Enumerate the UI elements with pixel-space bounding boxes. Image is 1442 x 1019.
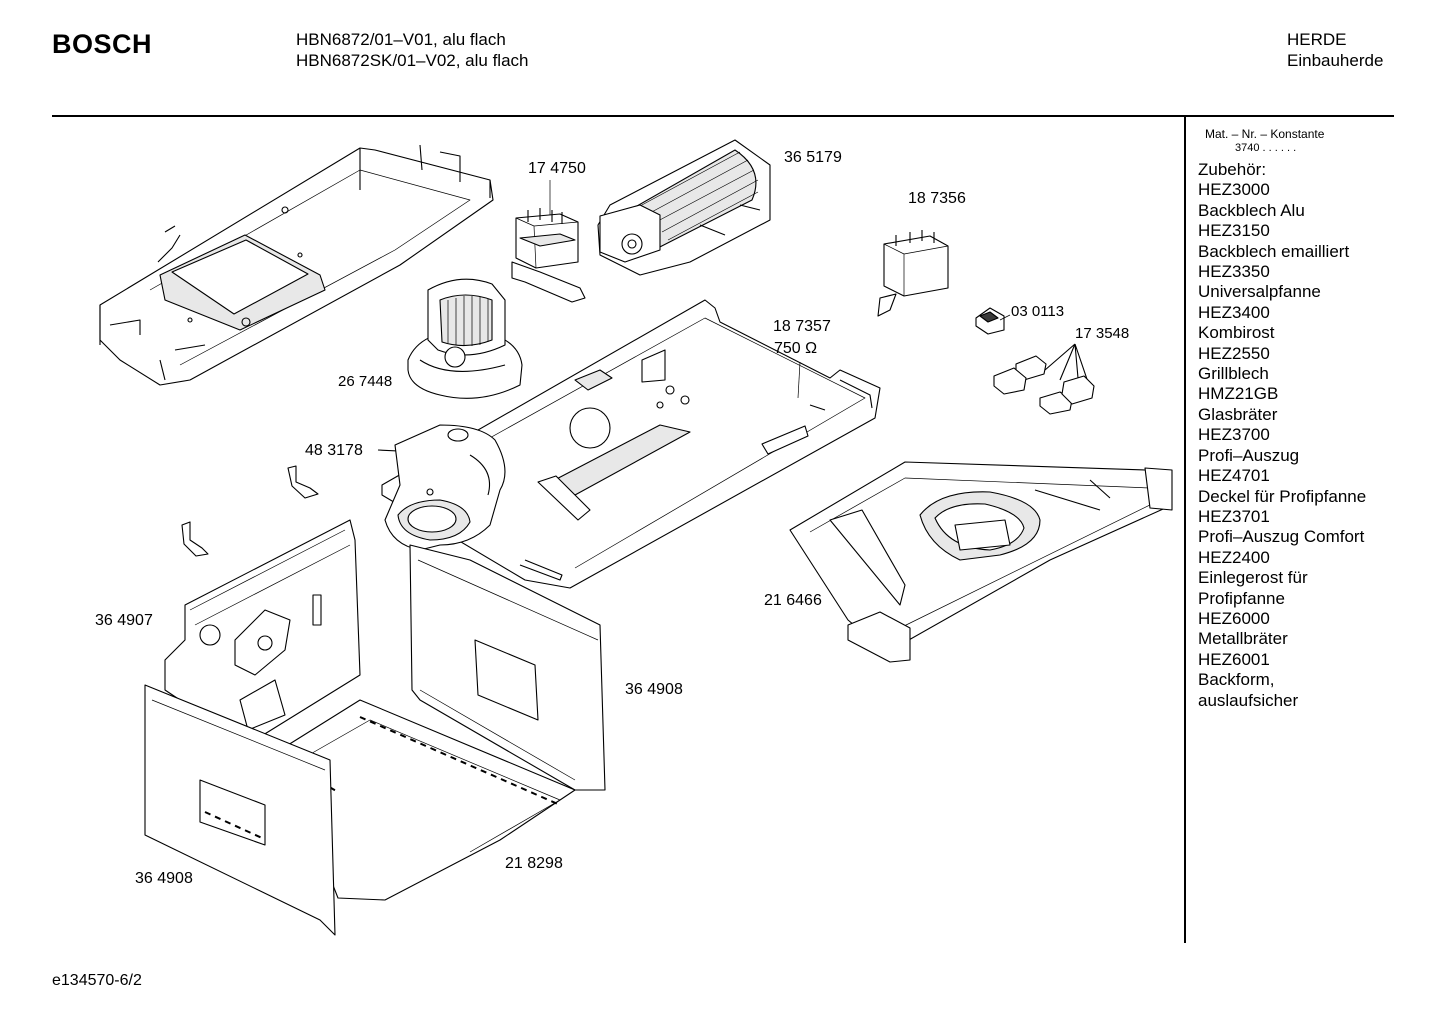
mat-number-label: Mat. – Nr. – Konstante — [1205, 127, 1325, 141]
accessory-item: Profi–Auszug — [1198, 445, 1300, 465]
part-number-364907: 36 4907 — [95, 612, 153, 629]
callout-leaders — [549, 180, 1011, 399]
rear-panel-drawing — [381, 299, 881, 589]
accessory-list: Zubehör: HEZ3000 Backblech Alu HEZ3150 B… — [1198, 160, 1366, 711]
accessory-item: Backblech Alu — [1198, 200, 1305, 220]
small-bracket-upper-drawing — [287, 465, 319, 499]
part-number-030113: 03 0113 — [1011, 303, 1065, 320]
small-bracket-lower-drawing — [181, 521, 209, 557]
accessory-item: Grillblech — [1198, 364, 1269, 384]
accessory-item: Kombirost — [1198, 323, 1275, 343]
switch-set-173548-drawing — [993, 343, 1095, 415]
part-number-364908-right: 36 4908 — [625, 681, 683, 698]
part-number-218298: 21 8298 — [505, 855, 563, 872]
accessory-item: HEZ2550 — [1198, 343, 1270, 363]
category-title: HERDE — [1287, 30, 1347, 49]
accessory-item: HEZ3000 — [1198, 180, 1270, 200]
accessory-item: HEZ3700 — [1198, 425, 1270, 445]
part-number-364908-left: 36 4908 — [135, 870, 193, 887]
cavity-floor-218298-drawing — [279, 699, 576, 901]
top-mounting-bracket-drawing — [99, 144, 494, 386]
cavity-left-panel-364907-drawing — [164, 519, 361, 741]
accessory-item: Einlegerost für — [1198, 568, 1308, 588]
part-number-483178: 48 3178 — [305, 442, 363, 459]
cavity-front-panel-364908-drawing — [144, 684, 336, 936]
fan-housing-483178-drawing — [377, 424, 506, 551]
part-number-187357: 18 7357 — [773, 318, 831, 335]
accessory-item: HEZ3150 — [1198, 221, 1270, 241]
sidebar-divider — [1184, 117, 1186, 943]
accessory-item: HEZ2400 — [1198, 547, 1270, 567]
cavity-right-panel-364908-drawing — [409, 544, 606, 791]
accessory-item: Glasbräter — [1198, 404, 1278, 424]
subcategory-title: Einbauherde — [1287, 51, 1384, 70]
part-number-174750: 17 4750 — [528, 160, 586, 177]
accessory-item: HEZ6001 — [1198, 649, 1270, 669]
model-line-2: HBN6872SK/01–V02, alu flach — [296, 51, 529, 70]
accessory-item: Profipfanne — [1198, 588, 1285, 608]
tangential-fan-365179-drawing — [597, 139, 771, 276]
accessory-item: HEZ6000 — [1198, 608, 1270, 628]
accessory-item: Metallbräter — [1198, 629, 1288, 649]
thermal-fuse-030113-drawing — [975, 307, 1005, 335]
part-value-187357: 750 Ω — [774, 340, 818, 357]
transformer-174750-drawing — [511, 208, 586, 303]
part-number-365179: 36 5179 — [784, 149, 842, 166]
accessory-item: HMZ21GB — [1198, 384, 1279, 404]
part-number-267448: 26 7448 — [338, 373, 393, 390]
bottom-right-panel-216466-drawing — [789, 461, 1173, 663]
transformer-187356-drawing — [877, 230, 949, 317]
brand-logo: BOSCH — [52, 29, 153, 59]
header-divider — [52, 115, 1394, 117]
part-number-173548: 17 3548 — [1075, 325, 1130, 342]
accessory-item: HEZ3350 — [1198, 262, 1270, 282]
mat-number-value: 3740 . . . . . . — [1235, 142, 1297, 154]
accessory-item: auslaufsicher — [1198, 690, 1299, 710]
part-number-216466: 21 6466 — [764, 592, 822, 609]
accessory-item: HEZ3400 — [1198, 302, 1270, 322]
accessory-item: Universalpfanne — [1198, 282, 1321, 302]
accessory-item: Backblech emailliert — [1198, 241, 1350, 261]
exploded-parts-diagram — [99, 139, 1173, 936]
accessory-item: Profi–Auszug Comfort — [1198, 527, 1365, 547]
accessory-item: HEZ3701 — [1198, 506, 1270, 526]
accessory-item: Deckel für Profipfanne — [1198, 486, 1367, 506]
part-number-187356: 18 7356 — [908, 190, 966, 207]
accessory-item: Backform, — [1198, 670, 1275, 690]
document-id: e134570-6/2 — [52, 972, 142, 989]
accessory-item: Zubehör: — [1198, 160, 1267, 179]
accessory-item: HEZ4701 — [1198, 466, 1270, 486]
fan-motor-267448-drawing — [407, 278, 523, 399]
model-line-1: HBN6872/01–V01, alu flach — [296, 30, 506, 49]
